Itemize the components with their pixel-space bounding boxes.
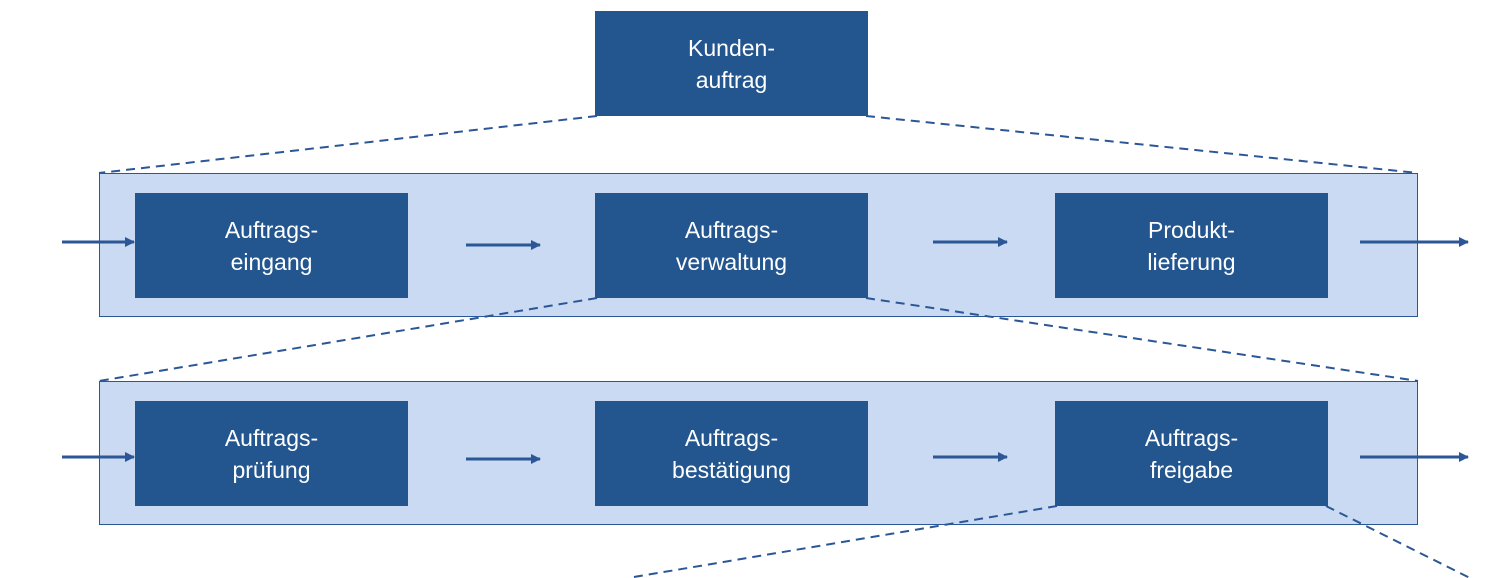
process-box-kundenauftrag: Kunden- auftrag xyxy=(595,11,868,116)
box-label-line1: Auftrags- xyxy=(1144,424,1239,451)
dashed-line-mid-left xyxy=(98,297,598,382)
box-label-line1: Kunden- xyxy=(688,34,775,61)
box-label-line2: bestätigung xyxy=(672,456,791,483)
box-label-line2: eingang xyxy=(230,248,313,275)
box-label-line1: Auftrags- xyxy=(684,424,779,451)
dashed-line-bottom-left xyxy=(627,505,1058,578)
box-label-line2: prüfung xyxy=(232,456,311,483)
dashed-line-bottom-right xyxy=(1325,505,1471,578)
box-label-line1: Produkt- xyxy=(1148,216,1235,243)
box-label-line1: Auftrags- xyxy=(684,216,779,243)
process-box-auftragspruefung: Auftrags- prüfung xyxy=(135,401,408,506)
process-box-auftragsverwaltung: Auftrags- verwaltung xyxy=(595,193,868,298)
process-box-auftragseingang: Auftrags- eingang xyxy=(135,193,408,298)
box-label-line2: freigabe xyxy=(1149,456,1234,483)
box-label-line2: lieferung xyxy=(1147,248,1236,275)
process-box-auftragsbestaetigung: Auftrags- bestätigung xyxy=(595,401,868,506)
process-box-auftragsfreigabe: Auftrags- freigabe xyxy=(1055,401,1328,506)
box-label-line1: Auftrags- xyxy=(224,424,319,451)
dashed-line-top-right xyxy=(865,115,1419,174)
box-label-line2: verwaltung xyxy=(675,248,788,275)
box-label-line1: Auftrags- xyxy=(224,216,319,243)
dashed-line-top-left xyxy=(98,115,598,174)
box-label-line2: auftrag xyxy=(695,66,768,93)
process-box-produktlieferung: Produkt- lieferung xyxy=(1055,193,1328,298)
dashed-line-mid-right xyxy=(865,297,1419,382)
